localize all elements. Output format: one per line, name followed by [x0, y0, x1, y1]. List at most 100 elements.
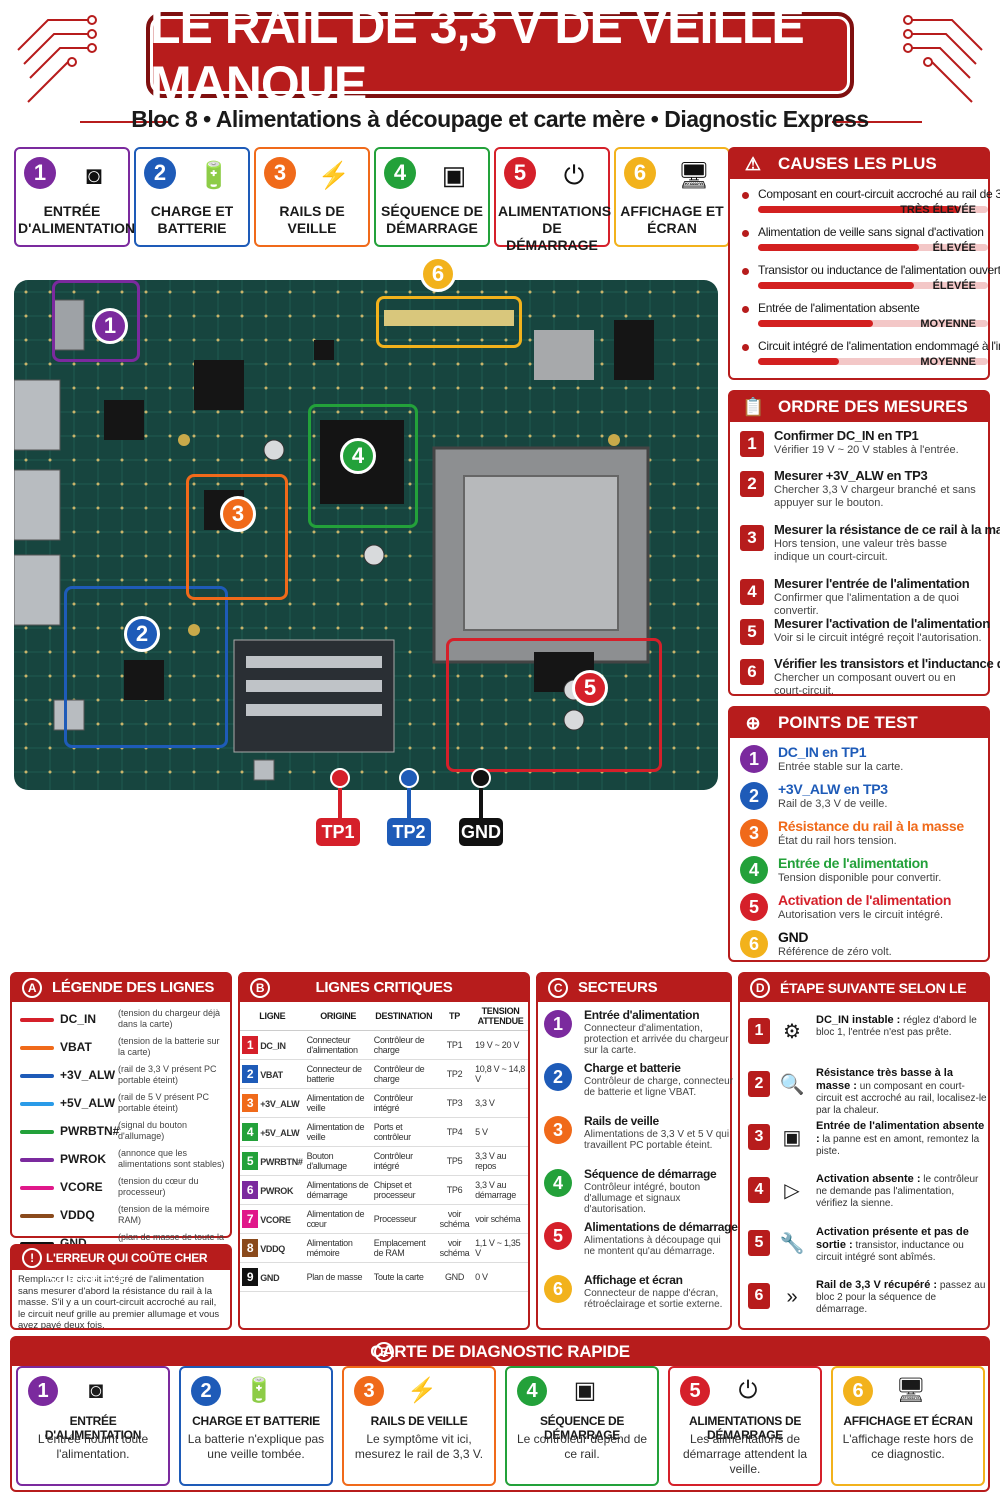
step-desc: Voir si le circuit intégré reçoit l'auto… — [774, 632, 982, 644]
quick-card-4: 4 ▣ SÉQUENCE DE DÉMARRAGE Le contrôleur … — [505, 1366, 659, 1486]
category-label: RAILS DE VEILLE — [279, 203, 345, 236]
table-header: TENSION ATTENDUE — [473, 1002, 528, 1031]
legend-swatch — [20, 1018, 54, 1022]
testpoint-title: +3V_ALW en TP3 — [778, 781, 888, 797]
category-1: 1 ◙ ENTRÉE D'ALIMENTATION — [14, 147, 135, 247]
likelihood-bar — [758, 244, 988, 251]
measure-step: 4 Mesurer l'entrée de l'alimentation Con… — [730, 576, 988, 617]
testpoint-item: 6 GND Référence de zéro volt. — [730, 927, 988, 964]
row-tp: TP5 — [435, 1146, 474, 1176]
row-voltage: 5 V — [473, 1117, 528, 1147]
quick-title: ENTRÉE D'ALIMENTATION — [44, 1414, 142, 1442]
sector-title: Rails de veille — [584, 1114, 659, 1128]
critical-title: LIGNES CRITIQUES — [315, 979, 453, 996]
row-destination: Contrôleur de charge — [371, 1030, 436, 1060]
legend-name: PWRBTN# — [60, 1124, 120, 1138]
step-desc: Chercher un composant ouvert ou en court… — [774, 672, 956, 697]
row-origin: Alimentation de veille — [304, 1117, 372, 1147]
sector-item: 3 Rails de veille Alimentations de 3,3 V… — [538, 1112, 730, 1165]
category-2: 2 🔋 CHARGE ET BATTERIE — [134, 147, 250, 247]
category-4: 4 ▣ SÉQUENCE DE DÉMARRAGE — [374, 147, 490, 247]
row-origin: Alimentation de veille — [304, 1088, 372, 1118]
step-desc: Vérifier 19 V ~ 20 V stables à l'entrée. — [774, 444, 959, 456]
testpoints-list: 1 DC_IN en TP1 Entrée stable sur la cart… — [730, 738, 988, 964]
double-chevron-icon: » — [786, 1286, 798, 1308]
sector-title: Séquence de démarrage — [584, 1167, 717, 1181]
step-title: Mesurer la résistance de ce rail à la ma… — [774, 522, 1000, 537]
row-origin: Alimentations de démarrage — [304, 1175, 372, 1205]
testpoints-title: POINTS DE TEST — [778, 713, 918, 732]
quick-card-1: 1 ◙ ENTRÉE D'ALIMENTATION L'entrée nourr… — [16, 1366, 170, 1486]
row-origin: Connecteur d'alimentation — [304, 1030, 372, 1060]
row-tp: voir schéma — [435, 1233, 474, 1263]
likelihood-fill — [758, 206, 961, 213]
legend-swatch — [20, 1130, 54, 1134]
row-destination: Contrôleur intégré — [371, 1088, 436, 1118]
bullet-icon — [742, 192, 749, 199]
testpoint-number: 2 — [740, 782, 768, 810]
row-line: +5V_ALW — [260, 1127, 300, 1138]
bullet-icon — [742, 344, 749, 351]
step-title: Mesurer l'activation de l'alimentation — [774, 616, 990, 631]
legend-item: VDDQ (tension de la mémoire RAM) — [12, 1202, 230, 1230]
zone-3-marker: 3 — [220, 496, 256, 532]
table-header: DESTINATION — [371, 1002, 436, 1031]
category-label: SÉQUENCE DE DÉMARRAGE — [381, 203, 483, 236]
row-number: 6 — [242, 1180, 258, 1199]
legend-desc: (rail de 5 V présent PC portable éteint) — [118, 1092, 210, 1113]
sector-number: 2 — [544, 1063, 572, 1091]
table-row: 1 DC_IN Connecteur d'alimentation Contrô… — [240, 1030, 528, 1060]
likelihood-bar — [758, 320, 988, 327]
category-5: 5 ⏻ ALIMENTATIONS DE DÉMARRAGE — [494, 147, 611, 253]
row-destination: Emplacement de RAM — [371, 1233, 436, 1263]
quick-number: 6 — [843, 1376, 873, 1406]
cause-item: Transistor ou inductance de l'alimentati… — [738, 261, 1000, 299]
step-number: 4 — [740, 579, 764, 605]
row-tp: GND — [435, 1262, 474, 1292]
step-title: Vérifier les transistors et l'inductance… — [774, 656, 1000, 671]
category-number: 5 — [504, 157, 536, 189]
legend-swatch — [20, 1158, 54, 1162]
sector-number: 5 — [544, 1222, 572, 1250]
quick-desc: Le symptôme vit ici, mesurez le rail de … — [354, 1432, 484, 1461]
probe-lines — [330, 768, 491, 820]
zone-battery — [64, 586, 228, 748]
cause-text: Transistor ou inductance de l'alimentati… — [758, 263, 1000, 277]
crosshair-icon: ⊕ — [745, 713, 761, 733]
next-heading: DC_IN instable : — [816, 1014, 901, 1026]
row-voltage: 1,1 V ~ 1,35 V — [473, 1233, 528, 1263]
testpoints-panel: ⊕ POINTS DE TEST 1 DC_IN en TP1 Entrée st… — [728, 706, 990, 962]
play-icon: ▷ — [784, 1180, 800, 1202]
row-tp: TP3 — [435, 1088, 474, 1118]
testpoint-item: 2 +3V_ALW en TP3 Rail de 3,3 V de veille… — [730, 779, 988, 816]
bulb-icon: ! — [22, 1248, 42, 1268]
row-line: VBAT — [260, 1069, 283, 1080]
next-heading: Activation présente et pas de sortie : — [816, 1226, 969, 1251]
power-button-icon: ⏻ — [563, 160, 585, 190]
step-title: Mesurer l'entrée de l'alimentation — [774, 576, 970, 591]
legend-name: VBAT — [60, 1040, 92, 1054]
category-number: 1 — [24, 157, 56, 189]
testpoint-number: 5 — [740, 893, 768, 921]
row-destination: Processeur — [371, 1204, 436, 1234]
category-number: 4 — [384, 157, 416, 189]
sector-item: 1 Entrée d'alimentation Connecteur d'ali… — [538, 1006, 730, 1059]
legend-swatch — [20, 1186, 54, 1190]
quick-card-3: 3 ⚡ RAILS DE VEILLE Le symptôme vit ici,… — [342, 1366, 496, 1486]
likelihood-level: ÉLEVÉE — [932, 280, 976, 292]
category-3: 3 ⚡ RAILS DE VEILLE — [254, 147, 370, 247]
sector-number: 1 — [544, 1010, 572, 1038]
legend-desc: (signal du bouton d'allumage) — [118, 1120, 188, 1141]
quick-desc: L'entrée nourrit toute l'alimentation. — [37, 1432, 149, 1461]
likelihood-level: MOYENNE — [920, 356, 976, 368]
quick-title: CHARGE ET BATTERIE — [192, 1414, 320, 1428]
sector-title: Charge et batterie — [584, 1061, 681, 1075]
zone-standby-rails — [186, 474, 288, 600]
measure-step: 6 Vérifier les transistors et l'inductan… — [730, 656, 1000, 697]
monitor-icon: 🖥 — [677, 160, 711, 190]
row-number: 4 — [242, 1122, 258, 1141]
cause-text: Circuit intégré de l'alimentation endomm… — [758, 339, 1000, 353]
